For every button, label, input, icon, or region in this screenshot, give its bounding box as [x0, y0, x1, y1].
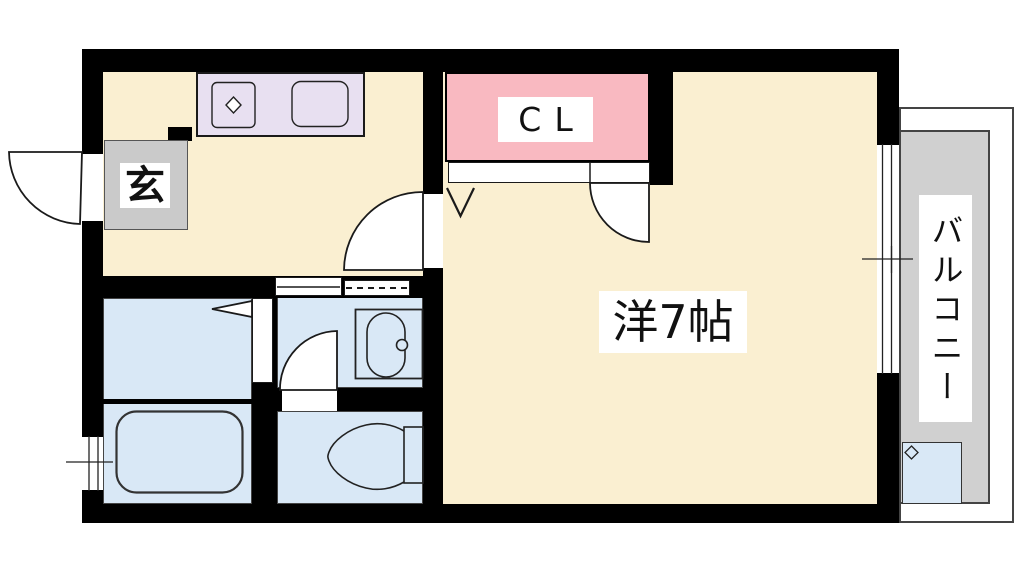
- washer-pan: [902, 442, 962, 504]
- laundry-door: [252, 298, 273, 383]
- toilet-room-floor: [277, 411, 423, 504]
- closet-opening: [448, 162, 650, 183]
- kitchen-counter: [196, 72, 365, 137]
- bathroom-floor: [103, 403, 252, 504]
- main-room-label: 洋7帖: [599, 291, 747, 353]
- washroom-open-passage: [344, 280, 410, 296]
- kitchen-door-opening: [423, 192, 443, 270]
- entrance-label: 玄: [120, 163, 170, 208]
- balcony-label: バルコニー: [919, 195, 972, 422]
- entrance-door-opening: [82, 152, 103, 223]
- wall-top: [82, 49, 899, 72]
- wall-closet-stub: [650, 72, 673, 185]
- bathroom-window: [82, 435, 103, 492]
- balcony-window: [877, 143, 899, 375]
- wall-right-upper: [877, 49, 899, 143]
- wall-bottom: [82, 504, 899, 523]
- washroom-floor: [277, 297, 423, 388]
- entrance-door-swing-icon: [8, 151, 83, 225]
- toilet-door-opening: [282, 390, 337, 411]
- laundry-room-floor: [103, 298, 252, 400]
- wall-laundry-bath-divider: [103, 399, 252, 404]
- closet-label: CL: [498, 97, 593, 142]
- washroom-sliding-door: [275, 277, 342, 296]
- wall-entrance-stub: [168, 127, 192, 141]
- wall-right-lower: [877, 375, 899, 523]
